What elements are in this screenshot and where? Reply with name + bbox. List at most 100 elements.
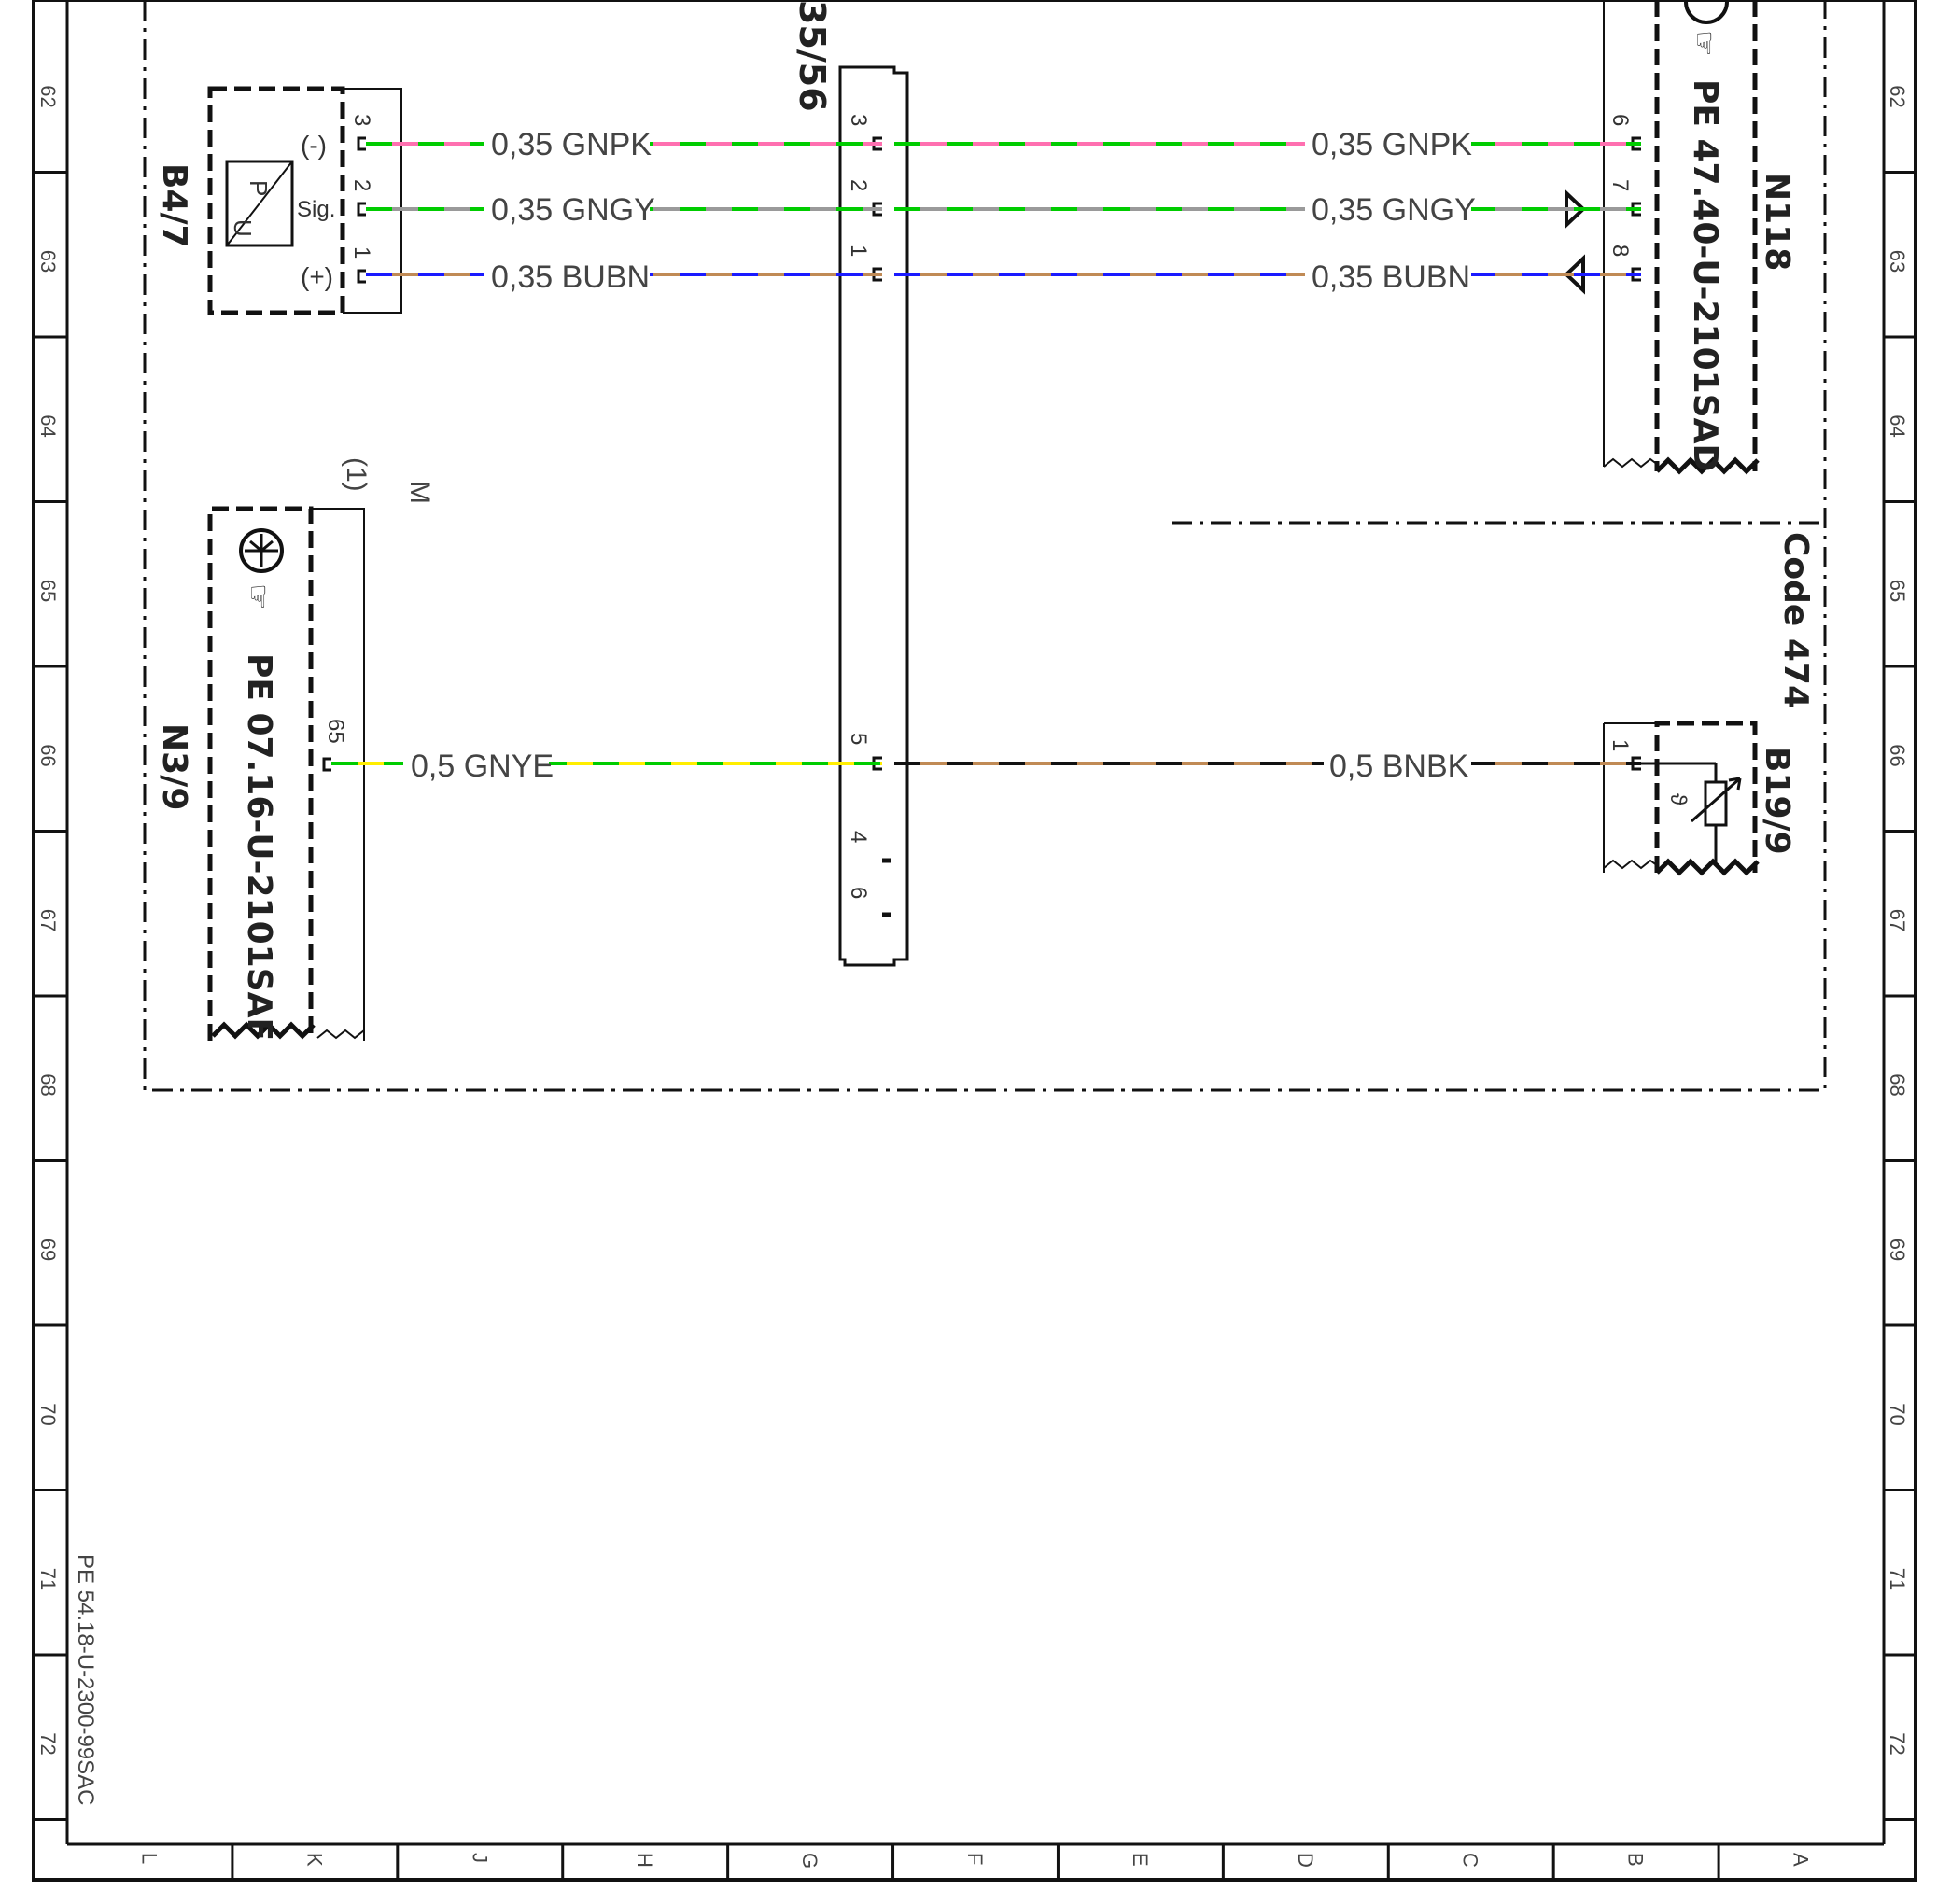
row-label: 72 [1886,1732,1909,1755]
n3-9-connector [311,508,365,1041]
column-label: B [1624,1853,1648,1867]
component-n3-9: ☞ PE 07.16-U-2101SAF N3/9 M (1) 65 [155,457,435,1041]
row-label: 65 [36,580,60,602]
row-label: 66 [1886,744,1909,766]
row-label: 69 [1886,1239,1909,1261]
b19-9-break-symbol [1655,858,1760,876]
row-label: 65 [1886,580,1909,602]
row-label: 68 [1886,1073,1909,1096]
wire-label-gngy-right: 0,35 GNGY [1312,192,1476,228]
n3-9-note-1: (1) [341,457,372,492]
n3-9-pin-bracket [322,757,331,772]
connector-pin-1: 1 [846,245,871,257]
n118-ref: N118 [1758,173,1796,271]
wire-label-gnye: 0,5 GNYE [411,749,554,784]
b19-9-ref: B19/9 [1758,747,1796,855]
b4-7-pin-3: 3 [349,114,374,126]
connector-35-56-ref: 35/56 [792,0,833,112]
component-b4-7: P U B4/7 (-) Sig. (+) 3 2 1 [155,86,402,315]
n118-pe-ref: PE 47.40-U-2101SAD [1686,79,1724,471]
b4-7-ref: B4/7 [155,163,193,248]
b19-9-connector-break [1603,859,1659,870]
row-label: 71 [1886,1568,1909,1590]
connector-pin-5: 5 [846,733,871,745]
column-label: E [1129,1853,1152,1867]
b4-7-connector [343,88,402,314]
n3-9-pe-ref: PE 07.16-U-2101SAF [240,653,278,1041]
transducer-p-label: P [245,180,273,196]
code-474-boundary [143,0,1827,1092]
column-label: A [1790,1853,1813,1867]
column-label: F [963,1853,987,1865]
row-label: 63 [36,250,60,273]
component-b19-9: ϑ B19/9 1 [1603,721,1796,876]
n3-9-pin-65: 65 [323,719,348,744]
wires [331,142,1641,765]
n3-9-housing [207,506,314,1041]
n118-pin-8: 8 [1607,245,1633,257]
b19-9-connector [1603,722,1657,873]
n118-hand-icon: ☞ [1687,30,1722,57]
row-label: 70 [36,1403,60,1425]
row-label: 64 [1886,414,1909,437]
b4-7-pin-sig-label: Sig. [297,197,335,222]
transducer-diagonal [226,161,293,246]
wire-label-gnpk-left: 0,35 GNPK [491,127,652,162]
code-474-label: Code 474 [1776,532,1815,708]
row-label: 62 [36,85,60,107]
b19-9-pin-1: 1 [1607,739,1633,751]
n3-9-hand-icon: ☞ [241,583,276,610]
n118-break-symbol [1655,456,1760,475]
row-label: 64 [36,414,60,437]
column-label: L [137,1853,161,1864]
document-ref: PE 54.18-U-2300-99SAC [73,1554,98,1805]
b4-7-pin-plus-label: (+) [301,262,333,291]
n3-9-connector-break [316,1029,365,1040]
transistor-icon [239,528,284,573]
wire-labels: 0,35 GNPK 0,35 GNGY 0,35 BUBN 0,35 GNPK … [403,121,1476,784]
wire-label-gngy-left: 0,35 GNGY [491,192,655,228]
connector-35-56-body [838,65,909,967]
b4-7-pin-2: 2 [349,179,374,191]
row-label: 67 [36,909,60,931]
connector-pin-2: 2 [846,179,871,191]
row-label: 66 [36,744,60,766]
row-label: 72 [36,1732,60,1755]
b4-7-pin-brackets [357,136,366,284]
n118-pin-6: 6 [1607,114,1633,126]
transistor-icon-detail [245,534,278,567]
n3-9-ref: N3/9 [155,723,193,810]
b4-7-housing [207,86,345,315]
b4-7-pin-minus-label: (-) [301,131,327,160]
transducer-u-label: U [229,219,257,237]
column-label: K [302,1853,326,1867]
connector-pin-3: 3 [846,114,871,126]
thermistor-icon [1704,780,1728,827]
n3-9-break-symbol [211,1021,316,1040]
connector-pin-6: 6 [846,887,871,899]
row-label: 67 [1886,909,1909,931]
thermistor-symbol: ϑ [1665,793,1691,805]
row-label: 71 [36,1568,60,1590]
row-label: 62 [1886,85,1909,107]
column-label: J [468,1853,491,1863]
wire-label-bubn-left: 0,35 BUBN [491,259,650,295]
column-label: G [798,1853,821,1869]
row-label: 68 [36,1073,60,1096]
outer-frame [32,0,1917,1882]
connector-pin-brackets [872,136,882,771]
connector-unused-pins [882,858,891,917]
column-label: D [1294,1853,1317,1868]
wire-label-bubn-right: 0,35 BUBN [1312,259,1470,295]
row-label: 69 [36,1239,60,1261]
n118-transistor-icon [1684,0,1729,24]
wire-label-gnpk-right: 0,35 GNPK [1312,127,1472,162]
pressure-transducer-icon [225,160,294,247]
n3-9-note-m: M [404,481,435,504]
n118-housing [1654,0,1758,471]
row-label: 70 [1886,1403,1909,1425]
row-label: 63 [1886,250,1909,273]
thermistor-detail [1691,763,1742,862]
